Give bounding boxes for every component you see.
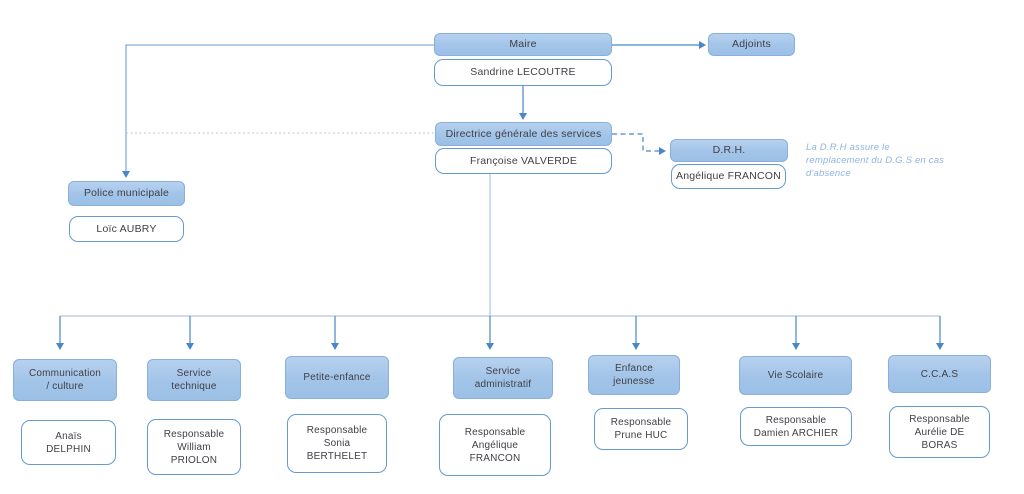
note-line: La D.R.H assure le xyxy=(806,142,890,153)
node-label: Police municipale xyxy=(83,187,170,199)
node-label: Directrice générale des services xyxy=(445,127,602,140)
person-line: Responsable xyxy=(464,426,526,438)
person-line: PRIOLON xyxy=(170,454,218,466)
connector-maire-police xyxy=(122,44,434,178)
dept-enfance-jeunesse-person: Responsable Prune HUC xyxy=(594,408,688,450)
note-line: d'absence xyxy=(806,168,851,179)
person-line: Sonia xyxy=(323,438,351,449)
dept-title-line: Petite-enfance xyxy=(303,372,371,383)
person-line: Aurélie DE xyxy=(914,426,965,438)
node-drh-person: Angélique FRANCON xyxy=(671,164,786,189)
node-maire-title: Maire xyxy=(434,33,612,56)
person-line: Responsable xyxy=(765,414,827,426)
dept-title-line: Communication xyxy=(28,368,102,379)
node-police-person: Loïc AUBRY xyxy=(69,216,184,242)
node-dgs-person: Françoise VALVERDE xyxy=(435,148,612,174)
dept-service-administratif-person: Responsable Angélique FRANCON xyxy=(439,414,551,476)
dept-title-line: Service xyxy=(176,368,212,379)
person-line: Responsable xyxy=(909,413,970,425)
node-police-title: Police municipale xyxy=(68,181,185,206)
node-maire-person: Sandrine LECOUTRE xyxy=(434,59,612,86)
person-line: BERTHELET xyxy=(306,451,368,462)
dept-title-line: Enfance xyxy=(614,363,654,374)
node-label: D.R.H. xyxy=(712,144,746,156)
dept-service-administratif-title: Service administratif xyxy=(453,357,553,399)
dept-petite-enfance-title: Petite-enfance xyxy=(285,356,389,399)
dept-title-line: technique xyxy=(171,381,217,392)
node-adjoints-title: Adjoints xyxy=(708,33,795,56)
dept-title-line: jeunesse xyxy=(613,376,655,387)
dept-ccas-person: Responsable Aurélie DE BORAS xyxy=(889,406,990,458)
node-label: Adjoints xyxy=(732,38,771,50)
person-label: Sandrine LECOUTRE xyxy=(470,66,576,78)
person-label: Loïc AUBRY xyxy=(96,222,157,235)
dept-vie-scolaire-person: Responsable Damien ARCHIER xyxy=(740,407,852,446)
dept-title-line: administratif xyxy=(474,379,532,390)
person-line: Responsable xyxy=(163,428,225,440)
dept-title-line: / culture xyxy=(46,381,84,392)
person-line: Anaïs xyxy=(55,430,82,442)
dept-title-line: C.C.A.S xyxy=(920,368,959,380)
person-line: William xyxy=(177,441,211,453)
dept-title-line: Vie Scolaire xyxy=(767,370,824,381)
person-line: Damien ARCHIER xyxy=(753,427,839,439)
person-line: Angélique xyxy=(471,439,519,451)
drh-absence-note: La D.R.H assure le remplacement du D.G.S… xyxy=(806,141,964,180)
node-dgs-title: Directrice générale des services xyxy=(435,122,612,146)
person-label: Angélique FRANCON xyxy=(676,170,781,182)
dept-ccas-title: C.C.A.S xyxy=(888,355,991,393)
node-drh-title: D.R.H. xyxy=(670,139,788,162)
person-line: Responsable xyxy=(306,425,368,436)
dept-title-line: Service xyxy=(485,366,521,377)
person-label: Françoise VALVERDE xyxy=(469,154,578,167)
person-line: DELPHIN xyxy=(46,443,91,455)
dept-enfance-jeunesse-title: Enfance jeunesse xyxy=(588,355,680,395)
connector-dgs-drh-dashed xyxy=(612,133,666,155)
note-line: remplacement du D.G.S en cas xyxy=(806,155,945,166)
dept-communication-culture-title: Communication / culture xyxy=(13,359,117,401)
person-line: BORAS xyxy=(921,439,958,451)
dept-service-technique-title: Service technique xyxy=(147,359,241,401)
dept-communication-culture-person: Anaïs DELPHIN xyxy=(21,420,116,465)
person-line: Responsable xyxy=(610,417,672,428)
person-line: FRANCON xyxy=(469,452,521,464)
dept-service-technique-person: Responsable William PRIOLON xyxy=(147,419,241,475)
dept-petite-enfance-person: Responsable Sonia BERTHELET xyxy=(287,414,387,473)
node-label: Maire xyxy=(509,38,537,50)
dept-vie-scolaire-title: Vie Scolaire xyxy=(739,356,852,395)
person-line: Prune HUC xyxy=(614,430,668,441)
